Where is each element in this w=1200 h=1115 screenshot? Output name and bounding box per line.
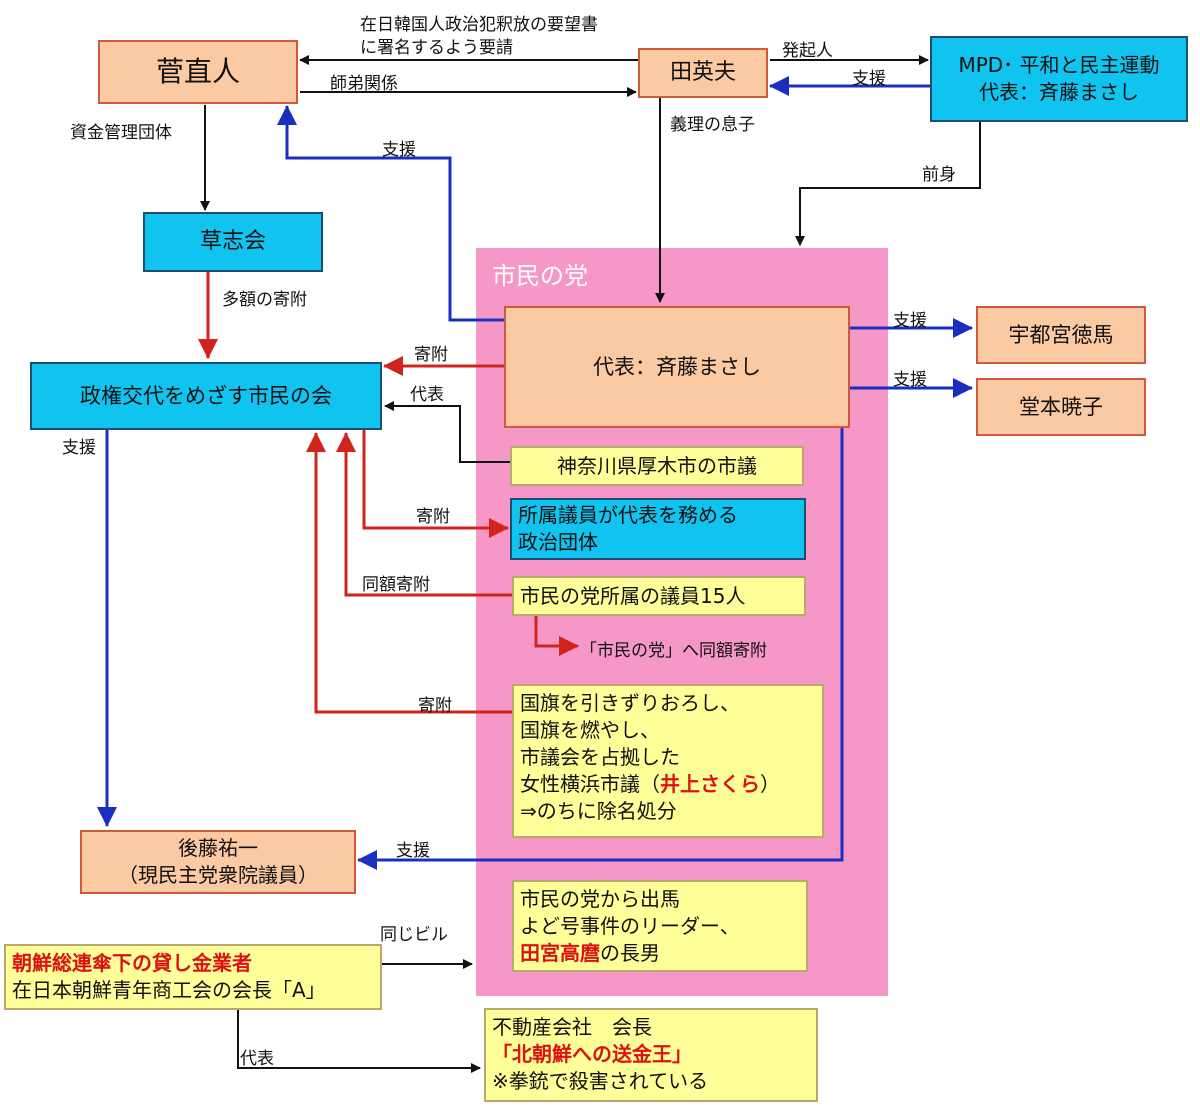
node-daihyo-saito: 代表：斉藤まさし <box>504 306 850 428</box>
label-kifu-daihyo: 寄附 <box>414 345 448 365</box>
label-kifu-seiji: 寄附 <box>416 507 450 527</box>
arrow-zenshin <box>795 122 981 246</box>
arrow-shien-goto <box>357 428 844 870</box>
kokki-line-4: 女性横浜市議（井上さくら） <box>520 772 780 796</box>
label-shien-domoto: 支援 <box>893 370 927 390</box>
label-shitei: 師弟関係 <box>330 74 398 94</box>
label-shikin: 資金管理団体 <box>70 123 172 143</box>
label-dogaku: 同額寄附 <box>362 575 430 595</box>
node-soshikai: 草志会 <box>143 212 323 272</box>
label-tagaku: 多額の寄附 <box>222 290 307 310</box>
label-hokkinin: 発起人 <box>782 41 833 61</box>
node-mpd: MPD･ 平和と民主運動 代表：斉藤まさし <box>930 36 1188 122</box>
node-chosen-soren: 朝鮮総連傘下の貸し金業者 在日本朝鮮青年商工会の会長「A」 <box>4 944 382 1010</box>
arrow-dogaku <box>336 432 512 597</box>
arrow-dogaku-party <box>534 616 579 656</box>
node-shusba: 市民の党から出馬 よど号事件のリーダー、 田宮高麿の長男 <box>512 880 808 972</box>
shusba-line-3: 田宮高麿の長男 <box>520 941 660 965</box>
arrow-kifu-kokki <box>306 432 512 714</box>
label-daihyo-chosen: 代表 <box>240 1049 274 1069</box>
arrow-daihyo-chosen <box>237 1010 481 1073</box>
node-goto-yuichi: 後藤祐一 （現民主党衆院議員） <box>80 830 356 894</box>
node-den-hideo: 田英夫 <box>638 48 768 98</box>
node-seiji-dantai: 所属議員が代表を務める 政治団体 <box>510 498 806 560</box>
label-giri: 義理の息子 <box>670 115 755 135</box>
node-atsugi: 神奈川県厚木市の市議 <box>510 446 804 486</box>
node-fudosan: 不動産会社 会長 「北朝鮮への送金王」 ※拳銃で殺害されている <box>484 1008 818 1102</box>
label-shien-seiken: 支援 <box>62 438 96 458</box>
label-shien-goto: 支援 <box>396 841 430 861</box>
node-utsunomiya: 宇都宮徳馬 <box>976 306 1146 364</box>
label-shien-mpd: 支援 <box>852 69 886 89</box>
arrow-daihyo-atsugi <box>384 401 510 463</box>
label-shien-kan: 支援 <box>382 140 416 160</box>
label-petition-2: に署名するよう要請 <box>360 38 513 58</box>
arrow-kifu-seiji <box>362 430 509 538</box>
node-kan-naoto: 菅直人 <box>98 40 298 104</box>
label-kifu-kokki: 寄附 <box>418 696 452 716</box>
region-title: 市民の党 <box>492 262 588 290</box>
node-kokki: 国旗を引きずりおろし、 国旗を燃やし、 市議会を占拠した 女性横浜市議（井上さく… <box>512 684 824 838</box>
node-domoto: 堂本暁子 <box>976 378 1146 436</box>
label-daihyo-atsugi: 代表 <box>410 385 444 405</box>
label-shien-utsunomiya: 支援 <box>893 311 927 331</box>
node-seiken-kotai: 政権交代をめざす市民の会 <box>30 362 382 430</box>
label-dogaku-party: 「市民の党」へ同額寄附 <box>580 641 767 661</box>
label-onaji-biru: 同じビル <box>380 925 448 945</box>
node-giin15: 市民の党所属の議員15人 <box>512 576 806 616</box>
arrow-shien-kan <box>277 105 504 322</box>
label-zenshin: 前身 <box>922 165 956 185</box>
label-petition-1: 在日韓国人政治犯釈放の要望書 <box>360 15 598 35</box>
